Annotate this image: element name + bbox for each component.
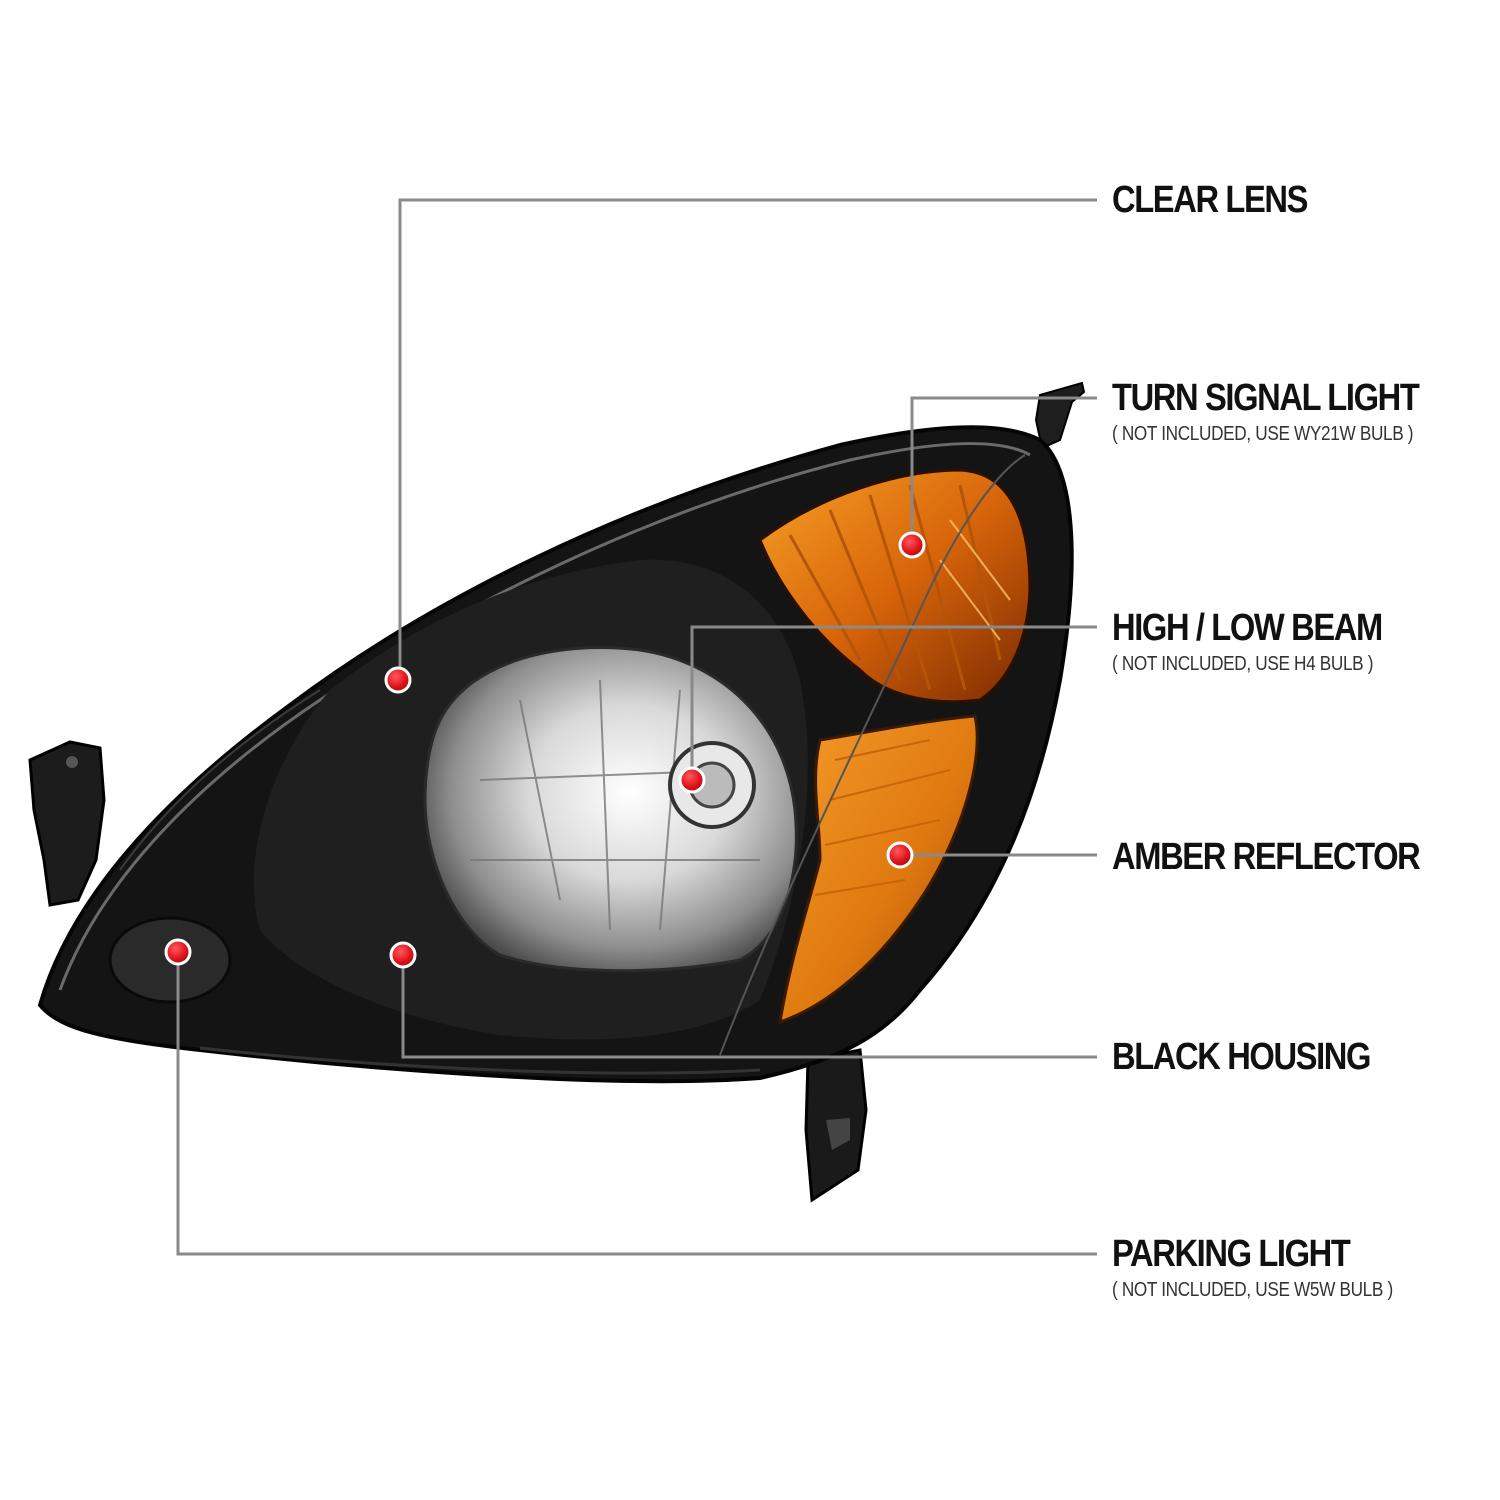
leader-lines bbox=[176, 198, 1097, 1256]
label-turn-signal-light: TURN SIGNAL LIGHT bbox=[1112, 377, 1420, 419]
leader-parking-light bbox=[176, 952, 1097, 1256]
marker-dots bbox=[164, 531, 926, 969]
marker-dot-black-housing bbox=[389, 941, 417, 969]
left-mounting-bracket bbox=[28, 740, 106, 907]
amber-side-reflector bbox=[778, 714, 979, 1025]
marker-dot-turn-signal bbox=[898, 531, 926, 559]
label-parking-light: PARKING LIGHT bbox=[1112, 1233, 1351, 1275]
label-high-low-beam: HIGH / LOW BEAM bbox=[1112, 607, 1383, 649]
note-turn-signal-light: ( NOT INCLUDED, USE WY21W BULB ) bbox=[1112, 423, 1414, 445]
marker-dot-high-low-beam bbox=[678, 766, 706, 794]
marker-dot-parking-light bbox=[164, 938, 192, 966]
label-black-housing: BLACK HOUSING bbox=[1112, 1036, 1371, 1078]
headlight-illustration bbox=[28, 381, 1086, 1203]
label-amber-reflector: AMBER REFLECTOR bbox=[1112, 836, 1421, 878]
marker-dot-clear-lens bbox=[384, 666, 412, 694]
chrome-reflector bbox=[423, 646, 798, 973]
note-parking-light: ( NOT INCLUDED, USE W5W BULB ) bbox=[1112, 1279, 1393, 1301]
top-mounting-tab bbox=[1034, 381, 1086, 450]
label-clear-lens: CLEAR LENS bbox=[1112, 179, 1308, 221]
marker-dot-amber-reflector bbox=[886, 841, 914, 869]
note-high-low-beam: ( NOT INCLUDED, USE H4 BULB ) bbox=[1112, 653, 1374, 675]
